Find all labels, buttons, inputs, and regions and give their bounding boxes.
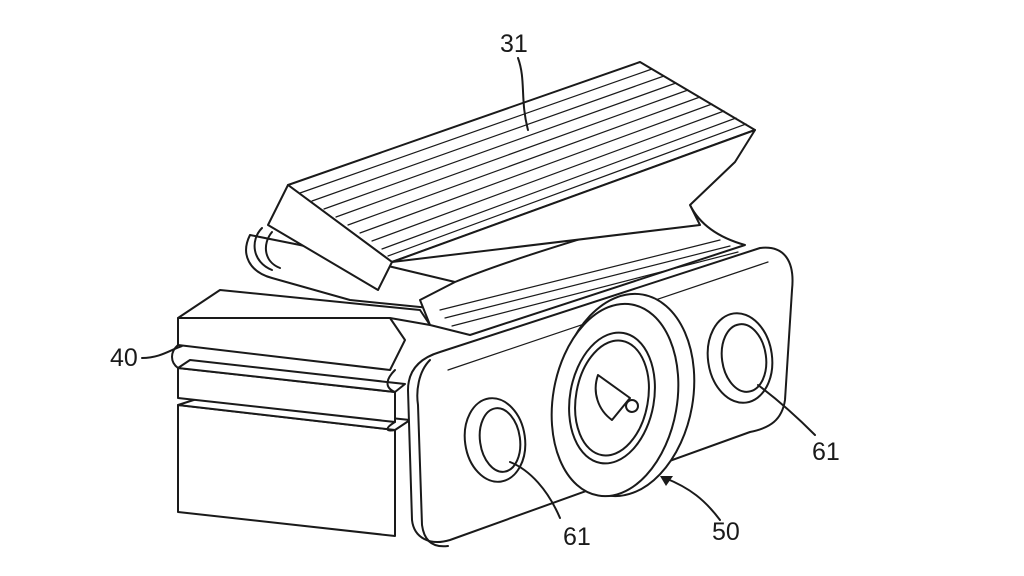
label-31: 31: [500, 30, 528, 58]
label-50: 50: [712, 518, 740, 546]
leader-31: [517, 57, 529, 131]
leader-lines: [141, 57, 816, 521]
hole-61-left: [463, 397, 527, 483]
leader-40: [141, 345, 183, 359]
reference-numerals: 31 40 61 61 50: [110, 30, 840, 551]
leader-61-left: [509, 461, 561, 519]
boss-50: [550, 292, 696, 498]
label-40: 40: [110, 344, 138, 372]
arrowhead-50: [660, 476, 673, 486]
lever-ribs: [299, 68, 747, 257]
leader-50: [664, 477, 721, 521]
label-61-left: 61: [563, 523, 591, 551]
hole-61-right: [706, 312, 774, 404]
lever-31: [267, 61, 756, 291]
label-61-right: 61: [812, 438, 840, 466]
block-40: [171, 289, 431, 537]
leader-61-right: [757, 384, 816, 436]
